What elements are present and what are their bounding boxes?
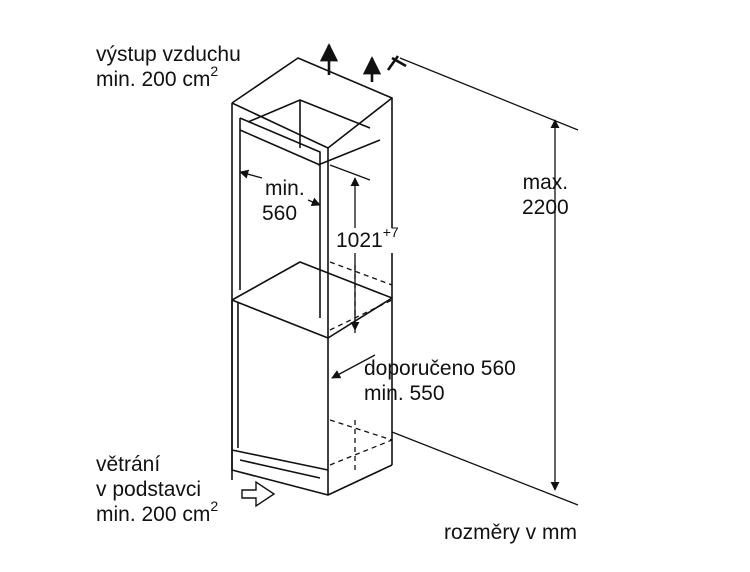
depth-line1: doporučeno 560 [364,357,516,380]
niche-width-left-arrow [239,169,263,179]
depth-line2: min. 550 [364,382,445,405]
appliance-door [231,299,329,471]
appliance-top [231,261,393,339]
dashed-niche-bottom-1 [329,261,393,286]
air-outlet-superscript: 2 [210,63,219,79]
base-vent-label: větrání v podstavci min. 200 cm2 [96,452,218,527]
air-outlet-line2: min. 200 cm2 [96,63,219,91]
air-outlet-label: výstup vzduchu min. 200 cm2 [96,42,241,92]
niche-width-line2: 560 [262,202,298,225]
base-vent-arrow-icon [241,480,276,508]
base-vent-superscript: 2 [210,498,219,514]
niche-width-line1: min. [265,177,305,200]
dashed-depth-top [329,419,393,441]
niche-height-label: 1021+7 [336,224,399,253]
air-outlet-arrow-curved [386,55,407,71]
niche-back-line [317,139,381,166]
base-vent-line3: min. 200 cm2 [96,498,219,526]
niche-top-shelf [247,99,371,148]
dashed-niche-bottom-2 [329,299,393,331]
cabinet-front-top [231,102,329,149]
total-height-top-extension [399,57,579,131]
total-height-bottom-extension [391,431,579,506]
plinth-inner [239,459,321,479]
niche-width-right-arrow [307,197,321,207]
base-vent-line1: větrání [96,453,161,476]
plinth [231,450,393,496]
cabinet-top-back [231,57,393,149]
total-height-label: max. 2200 [522,170,569,220]
niche-inner-frame [239,117,321,318]
units-note: rozměry v mm [444,521,577,544]
niche-width-label: min. 560 [262,176,305,226]
niche-height-superscript: +7 [382,224,399,240]
niche-height-top-extension [329,164,371,181]
dashed-depth-bottom [329,439,393,466]
total-height-line1: max. [522,171,569,194]
depth-dimension-line [331,354,376,379]
total-height-line2: 2200 [522,196,569,219]
depth-label: doporučeno 560 min. 550 [364,356,516,406]
base-vent-line2: v podstavci [96,478,202,501]
air-outlet-line1: výstup vzduchu [96,43,241,66]
